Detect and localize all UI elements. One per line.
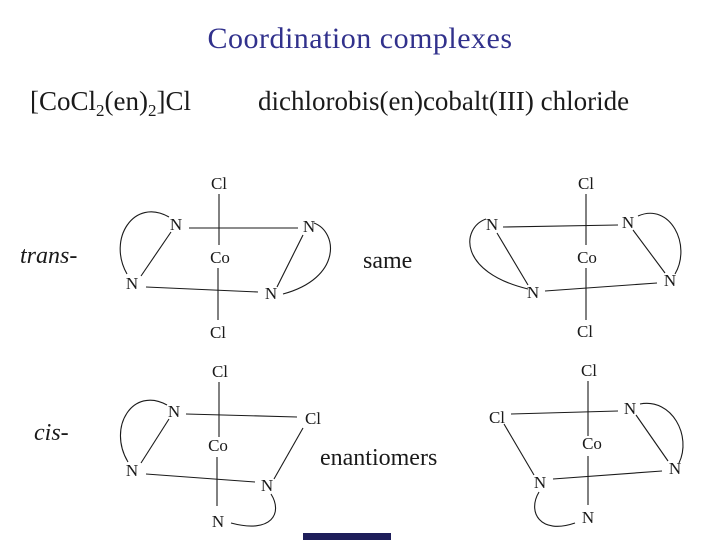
bond-plane-top (185, 413, 298, 418)
atom-label-co-center: Co (208, 436, 228, 455)
atom-label-cl-bottom: Cl (210, 323, 226, 342)
atom-label-n-top-left: N (170, 215, 182, 234)
atom-label-n-top-right: N (622, 213, 634, 232)
bond-plane-bottom (544, 282, 658, 292)
bond-plane-left (140, 231, 172, 277)
atom-label-cl-corner: Cl (489, 408, 505, 427)
atom-label-cl-corner: Cl (305, 409, 321, 428)
atom-label-n-bottom-left: N (534, 473, 546, 492)
atom-label-n-axial: N (212, 512, 224, 531)
trans-right-structure: Cl N N Co N N Cl (469, 174, 682, 341)
en-ligand-arc-bottom (230, 493, 276, 527)
en-ligand-arc-right (639, 402, 684, 464)
enantiomers-relation-label: enantiomers (320, 445, 438, 471)
en-ligand-arc-left (119, 211, 170, 275)
bond-plane-top (502, 224, 619, 228)
formula-segment: (en) (104, 86, 148, 116)
bond-plane-bottom (552, 470, 663, 480)
atom-label-cl-top: Cl (581, 361, 597, 380)
atom-label-cl-top: Cl (211, 174, 227, 193)
en-ligand-arc-bottom (534, 491, 576, 527)
en-ligand-arc-left (469, 218, 529, 290)
atom-label-cl-bottom: Cl (577, 322, 593, 341)
bond-plane-left (140, 418, 170, 464)
bond-plane-left (496, 232, 529, 286)
cis-right-structure: Cl Cl N Co N N N (489, 361, 684, 527)
bond-plane-right (273, 427, 304, 480)
cis-left-structure: Cl N Cl Co N N N (119, 362, 321, 531)
trans-isomer-label: trans- (20, 243, 78, 269)
en-ligand-arc-right (637, 212, 682, 275)
atom-label-cl-top: Cl (212, 362, 228, 381)
chemical-formula: [CoCl2(en)2]Cl (30, 86, 191, 120)
atom-label-cl-top: Cl (578, 174, 594, 193)
cis-isomer-label: cis- (34, 420, 69, 446)
atom-label-n-top-left: N (486, 215, 498, 234)
formula-segment: ]Cl (156, 86, 191, 116)
atom-label-n-bottom-right: N (261, 476, 273, 495)
footer-bar (303, 533, 391, 540)
atom-label-n-axial: N (582, 508, 594, 527)
atom-label-co-center: Co (577, 248, 597, 267)
formula-subscript: 2 (147, 101, 157, 120)
formula-subscript: 2 (96, 101, 105, 120)
bond-plane-right (276, 234, 304, 288)
bond-plane-right (635, 414, 669, 462)
atom-label-n-bottom-left: N (527, 283, 539, 302)
en-ligand-arc-right (282, 222, 332, 295)
bond-plane-right (632, 229, 666, 274)
atom-label-co-center: Co (210, 248, 230, 267)
atom-label-n-bottom-left: N (126, 274, 138, 293)
bond-plane-bottom (145, 473, 256, 483)
formula-segment: [CoCl (30, 86, 97, 116)
atom-label-n-top-left: N (168, 402, 180, 421)
atom-label-co-center: Co (582, 434, 602, 453)
atom-label-n-top-right: N (303, 217, 315, 236)
bond-plane-top (510, 410, 619, 415)
compound-name: dichlorobis(en)cobalt(III) chloride (258, 86, 630, 116)
bond-plane-bottom (145, 286, 259, 293)
trans-left-structure: Cl N N Co N N Cl (119, 174, 332, 342)
bond-plane-left (503, 423, 535, 476)
atom-label-n-bottom-right: N (669, 459, 681, 478)
en-ligand-arc-left (119, 399, 168, 463)
atom-label-n-bottom-right: N (265, 284, 277, 303)
slide-title: Coordination complexes (207, 22, 513, 55)
same-relation-label: same (363, 248, 413, 274)
atom-label-n-bottom-right: N (664, 271, 676, 290)
atom-label-n-bottom-left: N (126, 461, 138, 480)
atom-label-n-top-right: N (624, 399, 636, 418)
